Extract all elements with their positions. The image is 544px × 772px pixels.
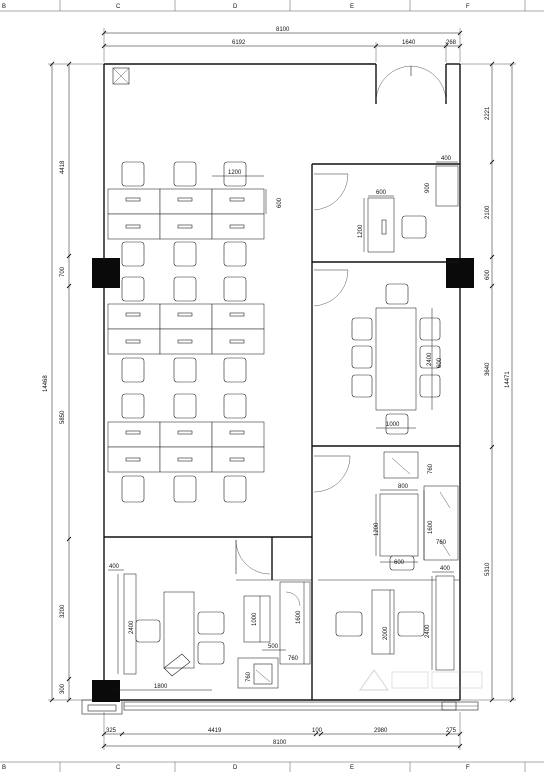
dim-mgr-900: 900 [425, 182, 431, 193]
grid-ref-bottom: F [466, 765, 470, 771]
lounge-room [375, 451, 459, 571]
dim-right-1: 2221 [485, 106, 491, 120]
dim-meeting-2400: 2400 [427, 352, 433, 366]
dim-bottom-3: 100 [312, 728, 323, 734]
dim-lounge-1600: 1600 [428, 520, 434, 534]
dim-meeting-1000: 1000 [386, 422, 400, 428]
dim-lounge-600: 600 [394, 560, 405, 566]
dim-top-total: 8100 [276, 27, 290, 33]
dim-lounge-760b: 760 [436, 540, 447, 546]
dim-mid-760a: 760 [246, 671, 252, 682]
shaft-box [112, 67, 130, 85]
dim-top-left: 6192 [232, 40, 246, 46]
left-dimensions [48, 61, 104, 703]
exterior-walls [103, 63, 461, 701]
dim-mid-1000: 1000 [252, 612, 258, 626]
watermark-logo [358, 668, 483, 691]
middle-storage [237, 581, 311, 689]
dim-lounge-1200: 1200 [374, 522, 380, 536]
dim-br-400: 400 [440, 566, 451, 572]
manager-office [363, 161, 459, 253]
dim-right-4: 3640 [485, 362, 491, 376]
dim-left-total: 14468 [43, 375, 49, 392]
dim-left-5: 300 [60, 683, 66, 694]
workstation-dim-lines [212, 175, 267, 214]
grid-ref-top: C [116, 4, 121, 10]
dim-top-door: 1640 [402, 40, 416, 46]
window-strip [81, 699, 479, 715]
dim-mid-1600: 1600 [296, 610, 302, 624]
dim-bl-400: 400 [109, 564, 120, 570]
dim-br-2400: 2400 [425, 624, 431, 638]
dim-left-1: 4418 [60, 160, 66, 174]
dim-desk-width: 1200 [228, 170, 242, 176]
dim-mid-500: 500 [268, 644, 279, 650]
dim-bl-2400: 2400 [129, 620, 135, 634]
dim-desk-depth: 600 [277, 197, 283, 208]
dim-meeting-600: 600 [437, 357, 443, 368]
dim-left-3: 5850 [60, 410, 66, 424]
dim-right-2: 2100 [485, 205, 491, 219]
dim-bottom-total: 8100 [273, 740, 287, 746]
dim-mgr-1200: 1200 [358, 224, 364, 238]
dim-bottom-2: 4419 [208, 728, 222, 734]
workstation-monitors [125, 197, 245, 462]
dim-top-right: 268 [446, 40, 457, 46]
bottom-dimensions [101, 712, 463, 750]
dim-mgr-400: 400 [441, 156, 452, 162]
grid-ref-top: D [233, 4, 238, 10]
entrance-door [375, 65, 447, 101]
dim-right-5: 5310 [485, 562, 491, 576]
grid-ref-bottom: E [350, 765, 354, 771]
grid-ref-bottom: B [2, 765, 6, 771]
dim-bottom-5: 275 [446, 728, 457, 734]
office-bottom-right [335, 571, 455, 671]
interior-partitions [104, 163, 460, 700]
top-dimensions [101, 28, 463, 62]
dim-br-2000: 2000 [383, 626, 389, 640]
dim-left-4: 3200 [60, 604, 66, 618]
meeting-room [351, 283, 441, 435]
dim-lounge-800: 800 [398, 484, 409, 490]
dim-bl-1800: 1800 [154, 684, 168, 690]
column-right-mid [446, 258, 474, 288]
workstation-cluster [107, 188, 265, 473]
dim-right-total: 14471 [505, 371, 511, 388]
door-swings [235, 173, 351, 575]
dim-mgr-600: 600 [376, 190, 387, 196]
column-left-mid [92, 258, 120, 288]
office-bottom-left [108, 569, 225, 691]
dim-right-3: 600 [485, 269, 491, 280]
grid-ref-top: E [350, 4, 354, 10]
grid-ref-bottom: D [233, 765, 238, 771]
grid-ref-bottom: C [116, 765, 121, 771]
dim-left-2: 700 [60, 266, 66, 277]
column-left-bottom [92, 680, 120, 702]
dim-mid-760b: 760 [288, 656, 299, 662]
workstation-chairs [121, 161, 247, 503]
dim-bottom-4: 2980 [374, 728, 388, 734]
dim-bottom-1: 325 [106, 728, 117, 734]
grid-ref-top: F [466, 4, 470, 10]
dim-lounge-760a: 760 [428, 463, 434, 474]
right-dimensions [460, 61, 516, 703]
grid-ref-top: B [2, 4, 6, 10]
